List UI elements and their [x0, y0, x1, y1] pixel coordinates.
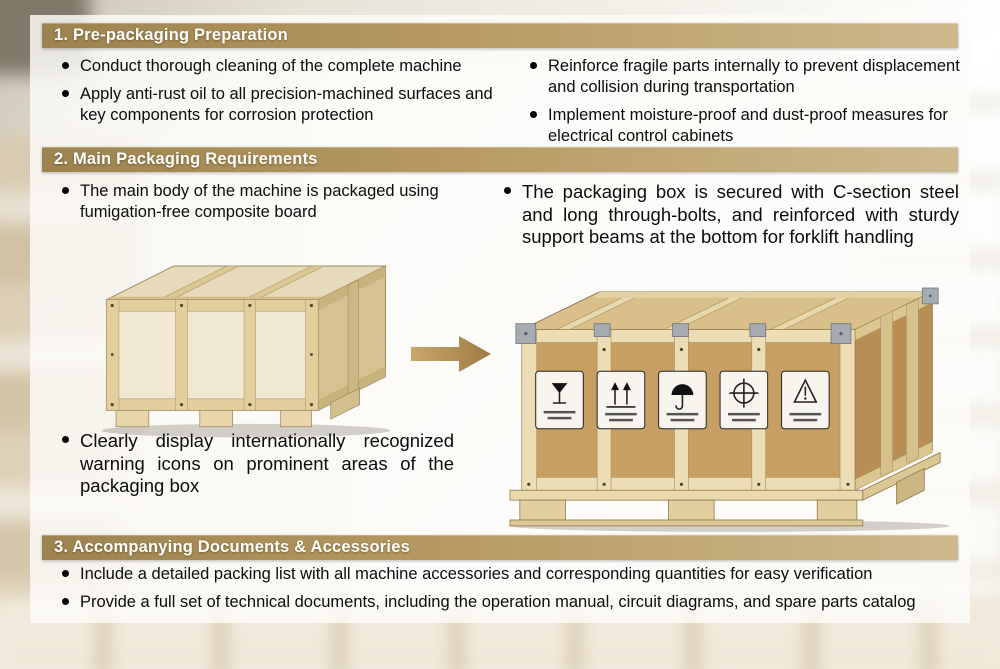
bullet-text: The packaging box is secured with C-sect…: [522, 181, 959, 248]
section-1-left-column: Conduct thorough cleaning of the complet…: [62, 56, 504, 154]
section-2-left-top: The main body of the machine is packaged…: [62, 181, 462, 230]
section-2-title: 2. Main Packaging Requirements: [54, 150, 318, 168]
bullet-dot-icon: [62, 187, 69, 194]
wooden-crate-icon: [101, 265, 391, 438]
labeled-crate-icon: [509, 287, 951, 532]
section-3-content: Include a detailed packing list with all…: [62, 564, 962, 620]
section-3-header: 3. Accompanying Documents & Accessories: [42, 535, 958, 560]
bullet-dot-icon: [530, 62, 537, 69]
bullet-dot-icon: [504, 187, 511, 194]
bullet-dot-icon: [62, 598, 69, 606]
list-item: Include a detailed packing list with all…: [62, 564, 962, 585]
list-item: The packaging box is secured with C-sect…: [504, 181, 959, 249]
section-1-header: 1. Pre-packaging Preparation: [42, 23, 958, 48]
caution-icon: [781, 370, 830, 430]
handle-with-care-icon: [719, 370, 769, 430]
list-item: Provide a full set of technical document…: [62, 592, 962, 613]
bullet-dot-icon: [62, 62, 69, 69]
list-item: Implement moisture-proof and dust-proof …: [530, 105, 960, 147]
labeled-crate-image: [502, 272, 958, 532]
section-2-header: 2. Main Packaging Requirements: [42, 147, 958, 172]
fragile-icon: [535, 370, 584, 430]
list-item: Clearly display internationally recogniz…: [62, 430, 454, 498]
section-1-right-column: Reinforce fragile parts internally to pr…: [530, 56, 960, 154]
warning-labels-row: [535, 370, 830, 430]
this-way-up-icon: [596, 370, 646, 430]
bullet-text: Clearly display internationally recogniz…: [80, 430, 454, 497]
bullet-text: The main body of the machine is packaged…: [80, 182, 439, 222]
bullet-text: Reinforce fragile parts internally to pr…: [548, 57, 960, 97]
section-1-content: Conduct thorough cleaning of the complet…: [62, 56, 960, 154]
list-item: The main body of the machine is packaged…: [62, 181, 462, 223]
bullet-dot-icon: [62, 90, 69, 98]
list-item: Conduct thorough cleaning of the complet…: [62, 56, 504, 77]
section-2-right-column: The packaging box is secured with C-sect…: [504, 181, 959, 256]
bullet-text: Include a detailed packing list with all…: [80, 565, 873, 583]
arrow-right-icon: [411, 333, 495, 375]
bullet-text: Provide a full set of technical document…: [80, 593, 916, 612]
bullet-dot-icon: [62, 570, 69, 577]
plain-crate-image: [92, 246, 400, 440]
list-item: Reinforce fragile parts internally to pr…: [530, 56, 960, 98]
bullet-dot-icon: [530, 111, 537, 119]
bullet-text: Implement moisture-proof and dust-proof …: [548, 106, 948, 146]
bullet-dot-icon: [62, 436, 69, 443]
bullet-text: Apply anti-rust oil to all precision-mac…: [80, 85, 493, 125]
section-3-title: 3. Accompanying Documents & Accessories: [54, 538, 410, 556]
section-2-left-bottom: Clearly display internationally recogniz…: [62, 430, 454, 505]
list-item: Apply anti-rust oil to all precision-mac…: [62, 84, 504, 126]
bullet-text: Conduct thorough cleaning of the complet…: [80, 57, 462, 75]
keep-dry-icon: [658, 370, 707, 430]
section-1-title: 1. Pre-packaging Preparation: [54, 26, 288, 44]
